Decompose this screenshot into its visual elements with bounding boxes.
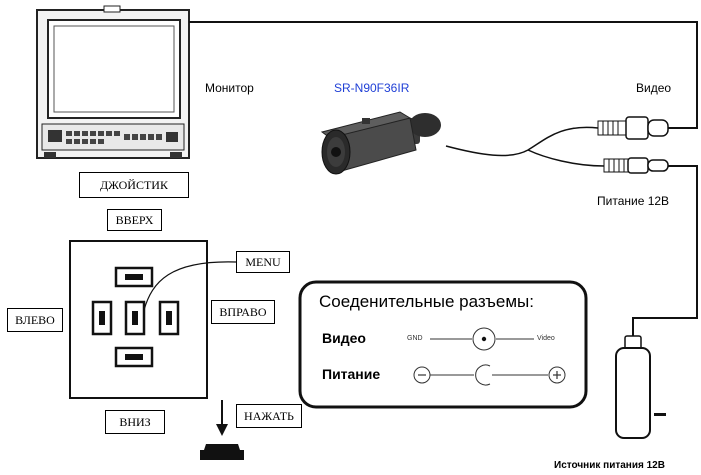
monitor-icon xyxy=(36,5,190,159)
right-label: ВПРАВО xyxy=(211,300,275,324)
camera-icon xyxy=(320,111,441,175)
joystick-center-button xyxy=(124,300,146,336)
camera-model-label: SR-N90F36IR xyxy=(334,81,410,95)
monitor-label: Монитор xyxy=(205,81,254,95)
power-supply-icon xyxy=(615,335,666,439)
video-pin-symbol xyxy=(430,327,534,351)
menu-label: MENU xyxy=(236,251,290,273)
joystick-down-button xyxy=(114,346,154,368)
legend-video-label: Видео xyxy=(322,330,366,346)
power-source-label: Источник питания 12В xyxy=(554,460,665,471)
video-connector-icon xyxy=(597,116,669,140)
press-arrow-icon xyxy=(200,400,244,460)
video-label: Видео xyxy=(636,81,672,95)
left-label: ВЛЕВО xyxy=(7,308,63,332)
power-pin-symbol xyxy=(413,364,566,386)
power-connector-icon xyxy=(603,157,669,174)
legend-power-label: Питание xyxy=(322,366,381,382)
gnd-label: GND xyxy=(407,335,423,342)
press-label: НАЖАТЬ xyxy=(236,404,302,428)
joystick-title: ДЖОЙСТИК xyxy=(79,172,189,198)
power-12v-label: Питание 12В xyxy=(597,194,670,208)
video-pin-label: Video xyxy=(537,335,555,342)
down-label: ВНИЗ xyxy=(105,410,165,434)
joystick-left-button xyxy=(91,300,113,336)
up-label: ВВЕРХ xyxy=(107,209,162,231)
connectors-legend xyxy=(298,280,588,409)
legend-title: Соеденительные разъемы: xyxy=(319,292,534,311)
joystick-right-button xyxy=(158,300,180,336)
joystick-up-button xyxy=(114,266,154,288)
